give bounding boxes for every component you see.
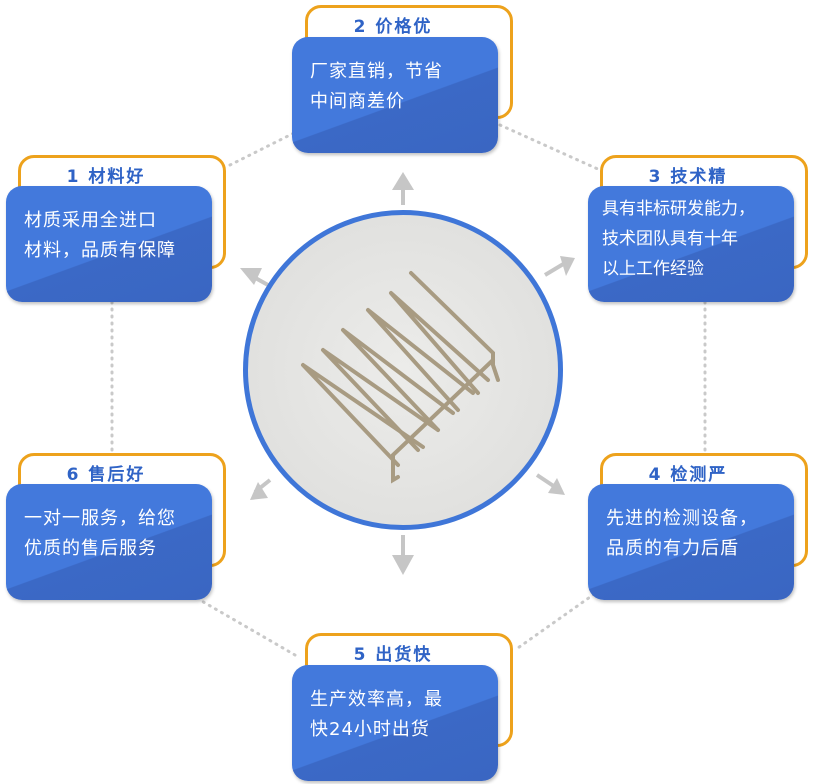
card-body-4: 先进的检测设备， 品质的有力后盾	[588, 484, 794, 600]
card-title: 6 售后好	[66, 465, 146, 485]
card-line: 材料，品质有保障	[24, 240, 176, 261]
card-line: 具有非标研发能力，	[602, 199, 755, 219]
arrow-down-icon	[392, 535, 414, 575]
card-line: 先进的检测设备，	[606, 508, 758, 529]
arrow-upleft-icon	[240, 268, 269, 287]
card-body-5: 生产效率高，最快24小时出货	[292, 665, 498, 781]
card-line: 生产效率高，最	[310, 689, 443, 710]
arrow-downright-icon	[535, 473, 565, 495]
card-line: 优质的售后服务	[24, 538, 157, 559]
card-body-2: 厂家直销，节省中间商差价	[292, 37, 498, 153]
card-title: 1 材料好	[66, 167, 146, 187]
arrow-downleft-icon	[250, 478, 272, 500]
card-line: 快24小时出货	[310, 719, 430, 740]
arrows	[240, 172, 575, 575]
card-line: 技术团队具有十年	[602, 229, 738, 249]
card-title: 4 检测严	[648, 465, 728, 485]
card-title: 2 价格优	[353, 17, 433, 37]
card-title: 3 技术精	[648, 167, 728, 187]
card-title: 5 出货快	[353, 645, 433, 665]
card-line: 一对一服务，给您	[24, 508, 176, 529]
arrow-up-icon	[392, 172, 414, 205]
arrow-upright-icon	[543, 256, 575, 277]
product-photo	[243, 210, 563, 530]
card-body-6: 一对一服务，给您优质的售后服务	[6, 484, 212, 600]
wire-clip-image	[301, 271, 500, 484]
card-body-1: 材质采用全进口材料，品质有保障	[6, 186, 212, 302]
card-line: 中间商差价	[310, 91, 405, 112]
card-line: 品质的有力后盾	[606, 538, 739, 559]
card-line: 厂家直销，节省	[310, 61, 443, 82]
card-line: 以上工作经验	[602, 259, 704, 279]
card-body-3: 具有非标研发能力， 技术团队具有十年以上工作经验	[588, 186, 794, 302]
card-line: 材质采用全进口	[24, 210, 157, 231]
